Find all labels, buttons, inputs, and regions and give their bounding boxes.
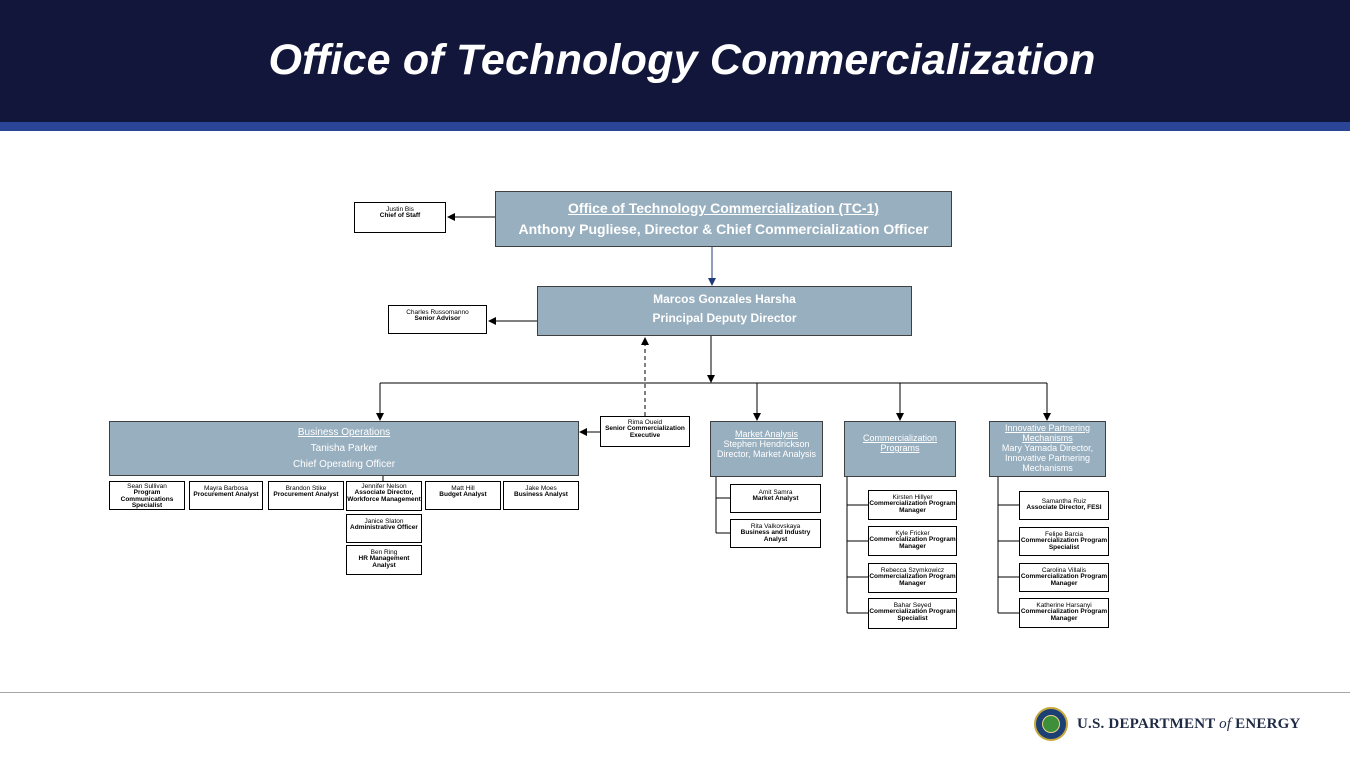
staff-box: Rita Valkovskaya Business and Industry A… [730,519,821,548]
staff-name: Samantha Ruiz [1041,498,1087,505]
staff-title: Commercialization Program Specialist [1020,537,1108,551]
senior-advisor-box: Charles Russomanno Senior Advisor [388,305,487,334]
innovative-partnering-lead: Mary Yamada Director, Innovative Partner… [1001,443,1094,473]
chief-of-staff-title: Chief of Staff [379,212,421,219]
staff-title: Program Communications Specialist [120,489,174,509]
doe-seal-icon [1034,707,1068,741]
staff-name: Matt Hill [451,485,475,492]
header-stripe [0,122,1350,131]
staff-box: Bahar Seyed Commercialization Program Sp… [868,598,957,629]
business-operations-lead-title: Chief Operating Officer [292,459,396,470]
staff-box: Felipe Barcia Commercialization Program … [1019,527,1109,556]
staff-name: Kyle Fricker [895,530,930,537]
doe-logo-text-of: of [1219,716,1232,732]
staff-box: Jake Moes Business Analyst [503,481,579,510]
staff-name: Carolina Villalis [1041,567,1087,574]
staff-name: Katherine Harsanyi [1036,602,1092,609]
staff-name: Sean Sullivan [127,483,167,490]
staff-box: Amit Samra Market Analyst [730,484,821,513]
staff-name: Bahar Seyed [893,602,932,609]
connector-market-staff [715,477,730,534]
staff-name: Janice Slaton [364,518,404,525]
staff-box: Samantha Ruiz Associate Director, FESI [1019,491,1109,520]
staff-name: Ben Ring [370,549,398,556]
staff-title: Commercialization Program Manager [869,536,956,550]
business-operations-lead-name: Tanisha Parker [310,443,378,454]
staff-title: Associate Director, FESI [1026,504,1102,511]
staff-box: Kirsten Hillyer Commercialization Progra… [868,490,957,520]
principal-deputy-title: Principal Deputy Director [652,311,797,325]
senior-executive-title: Senior Commercialization Executive [605,425,685,439]
principal-deputy-box: Marcos Gonzales Harsha Principal Deputy … [537,286,912,336]
market-analysis-name: Market Analysis [734,429,799,439]
senior-advisor-name: Charles Russomanno [406,309,469,316]
doe-logo-text-prefix: U.S. DEPARTMENT [1077,716,1216,732]
market-analysis-box: Market Analysis Stephen Hendrickson Dire… [710,421,823,477]
doe-logo-text-suffix: ENERGY [1235,716,1301,732]
staff-title: Business Analyst [514,491,568,498]
staff-title: Commercialization Program Specialist [869,608,956,622]
staff-name: Jake Moes [525,485,557,492]
staff-title: Business and Industry Analyst [740,529,811,543]
staff-name: Amit Samra [758,489,793,496]
staff-title: Procurement Analyst [273,491,339,498]
staff-title: Procurement Analyst [193,491,259,498]
innovative-partnering-name: Innovative Partnering Mechanisms [1004,423,1091,443]
staff-name: Jennifer Nelson [361,483,407,490]
staff-title: Commercialization Program Manager [1020,573,1108,587]
staff-title: Administrative Officer [350,524,418,531]
staff-box: Mayra Barbosa Procurement Analyst [189,481,263,510]
staff-title: Associate Director, Workforce Management [347,489,421,503]
staff-box: Ben Ring HR Management Analyst [346,545,422,575]
page-title: Office of Technology Commercialization [268,36,1096,84]
connector-commercialization-staff [846,477,868,614]
doe-logo-text: U.S. DEPARTMENT of ENERGY [1077,716,1301,733]
staff-box: Sean Sullivan Program Communications Spe… [109,481,185,510]
staff-title: Commercialization Program Manager [1020,608,1108,622]
header-bar [0,0,1350,122]
staff-box: Janice Slaton Administrative Officer [346,514,422,543]
staff-name: Mayra Barbosa [203,485,249,492]
business-operations-box: Business Operations Tanisha Parker Chief… [109,421,579,476]
senior-advisor-title: Senior Advisor [414,315,461,322]
staff-box: Katherine Harsanyi Commercialization Pro… [1019,598,1109,628]
senior-executive-box: Rima Oueid Senior Commercialization Exec… [600,416,690,447]
business-operations-name: Business Operations [297,427,391,438]
footer-divider [0,692,1350,693]
staff-box: Jennifer Nelson Associate Director, Work… [346,481,422,511]
chief-of-staff-name: Justin Bis [386,206,414,213]
staff-name: Rita Valkovskaya [750,523,801,530]
director-box: Office of Technology Commercialization (… [495,191,952,247]
connector-innovative-staff [997,477,1019,614]
chief-of-staff-box: Justin Bis Chief of Staff [354,202,446,233]
staff-name: Felipe Barcia [1045,531,1083,538]
director-name-title: Anthony Pugliese, Director & Chief Comme… [518,221,929,237]
principal-deputy-name: Marcos Gonzales Harsha [653,292,796,306]
director-office-label: Office of Technology Commercialization (… [568,200,879,216]
staff-box: Brandon Stike Procurement Analyst [268,481,344,510]
staff-title: Budget Analyst [439,491,487,498]
innovative-partnering-box: Innovative Partnering Mechanisms Mary Ya… [989,421,1106,477]
staff-title: HR Management Analyst [358,555,410,569]
staff-title: Commercialization Program Manager [869,573,956,587]
commercialization-programs-name: Commercialization Programs [862,433,938,453]
staff-box: Carolina Villalis Commercialization Prog… [1019,563,1109,592]
market-analysis-lead: Stephen Hendrickson Director, Market Ana… [716,439,817,459]
commercialization-programs-box: Commercialization Programs [844,421,956,477]
staff-title: Commercialization Program Manager [869,500,956,514]
staff-box: Kyle Fricker Commercialization Program M… [868,526,957,556]
staff-name: Kirsten Hillyer [892,494,933,501]
staff-box: Rebecca Szymkowicz Commercialization Pro… [868,563,957,593]
staff-title: Market Analyst [752,495,799,502]
senior-executive-name: Rima Oueid [627,419,663,426]
staff-box: Matt Hill Budget Analyst [425,481,501,510]
staff-name: Brandon Stike [285,485,327,492]
staff-name: Rebecca Szymkowicz [880,567,945,574]
